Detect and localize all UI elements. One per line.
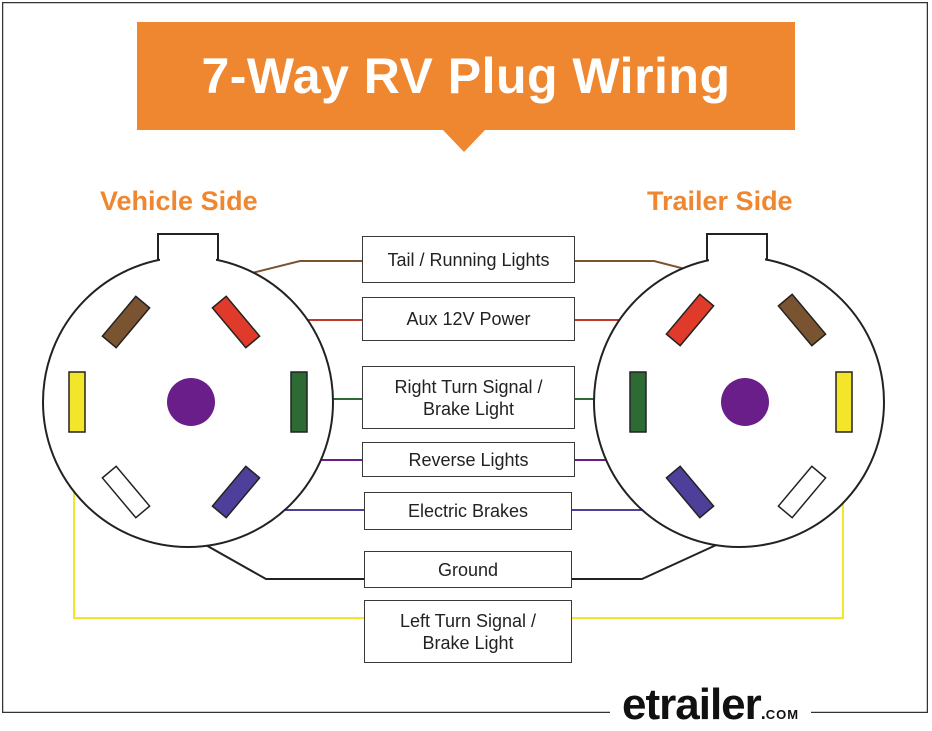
label-electric-brakes: Electric Brakes <box>364 492 572 530</box>
label-left-turn-line1: Left Turn Signal / <box>399 610 537 631</box>
label-right-turn-line1: Right Turn Signal / <box>394 376 543 397</box>
label-aux-power: Aux 12V Power <box>362 297 575 341</box>
trailer-pin-aux <box>665 293 715 347</box>
logo-suffix: COM <box>765 707 800 722</box>
trailer-pin-right-turn <box>629 371 647 433</box>
label-tail-text: Tail / Running Lights <box>387 249 550 270</box>
vehicle-side-label: Vehicle Side <box>100 186 258 216</box>
title-banner: 7-Way RV Plug Wiring <box>137 22 795 130</box>
label-right-turn: Right Turn Signal / Brake Light <box>362 366 575 429</box>
trailer-pin-tail <box>777 293 827 347</box>
trailer-pin-reverse <box>721 378 769 426</box>
page-title: 7-Way RV Plug Wiring <box>201 48 731 104</box>
vehicle-pin-left-turn <box>68 371 86 433</box>
diagram-frame <box>2 2 928 713</box>
label-reverse-text: Reverse Lights <box>408 449 529 470</box>
label-aux-text: Aux 12V Power <box>406 309 531 329</box>
logo-dot: . <box>760 703 766 723</box>
label-ground: Ground <box>364 551 572 588</box>
vehicle-pin-aux <box>211 295 261 349</box>
wiring-diagram <box>2 2 928 713</box>
banner-pointer <box>443 130 485 152</box>
label-right-turn-line2: Brake Light <box>422 398 515 419</box>
vehicle-pin-reverse <box>167 378 215 426</box>
label-ground-text: Ground <box>437 559 499 580</box>
vehicle-pin-ground <box>101 465 151 519</box>
logo-wordmark: etrailer <box>622 680 762 729</box>
trailer-pin-ground <box>777 465 827 519</box>
label-left-turn-line2: Brake Light <box>422 632 514 653</box>
outer-border <box>2 2 928 713</box>
trailer-pin-brakes <box>665 465 715 519</box>
trailer-side-label: Trailer Side <box>647 186 793 216</box>
label-tail-running-lights: Tail / Running Lights <box>362 236 575 283</box>
label-reverse-lights: Reverse Lights <box>362 442 575 477</box>
wire-leftturn-vehicle <box>73 437 364 619</box>
trailer-pin-left-turn <box>835 371 853 433</box>
trailer-plug <box>593 233 885 548</box>
vehicle-pin-tail <box>101 295 151 349</box>
vehicle-plug-key-cover <box>160 254 216 274</box>
vehicle-pin-right-turn <box>290 371 308 433</box>
vehicle-plug <box>42 233 334 548</box>
label-left-turn: Left Turn Signal / Brake Light <box>364 600 572 663</box>
label-brakes-text: Electric Brakes <box>407 501 529 521</box>
trailer-plug-key-cover <box>709 254 765 274</box>
vehicle-pin-brakes <box>211 465 261 519</box>
etrailer-logo: etrailer . COM <box>610 680 812 729</box>
